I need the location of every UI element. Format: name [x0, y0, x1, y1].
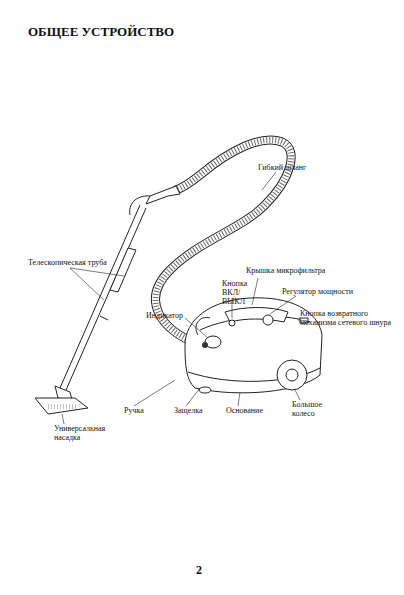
part-label: Регулятор мощности [282, 287, 353, 296]
part-label: Защелка [174, 406, 203, 415]
page-number: 2 [196, 566, 202, 575]
part-label: Ручка [124, 406, 144, 415]
part-label: Кнопка возвратного механизма сетевого шн… [300, 309, 396, 327]
part-label: Крышка микрофильтра [246, 266, 325, 275]
part-label: Индикатор [146, 311, 183, 320]
part-label: Большое колесо [292, 400, 326, 418]
part-label: Универсальная насадка [54, 424, 116, 442]
part-label: Телескопическая труба [28, 258, 107, 267]
part-label: Кнопка ВКЛ/ВЫКЛ [222, 279, 262, 306]
part-label: Гибкий шланг [258, 163, 306, 172]
page-title: ОБЩЕЕ УСТРОЙСТВО [28, 24, 174, 39]
part-label: Основание [226, 406, 263, 415]
